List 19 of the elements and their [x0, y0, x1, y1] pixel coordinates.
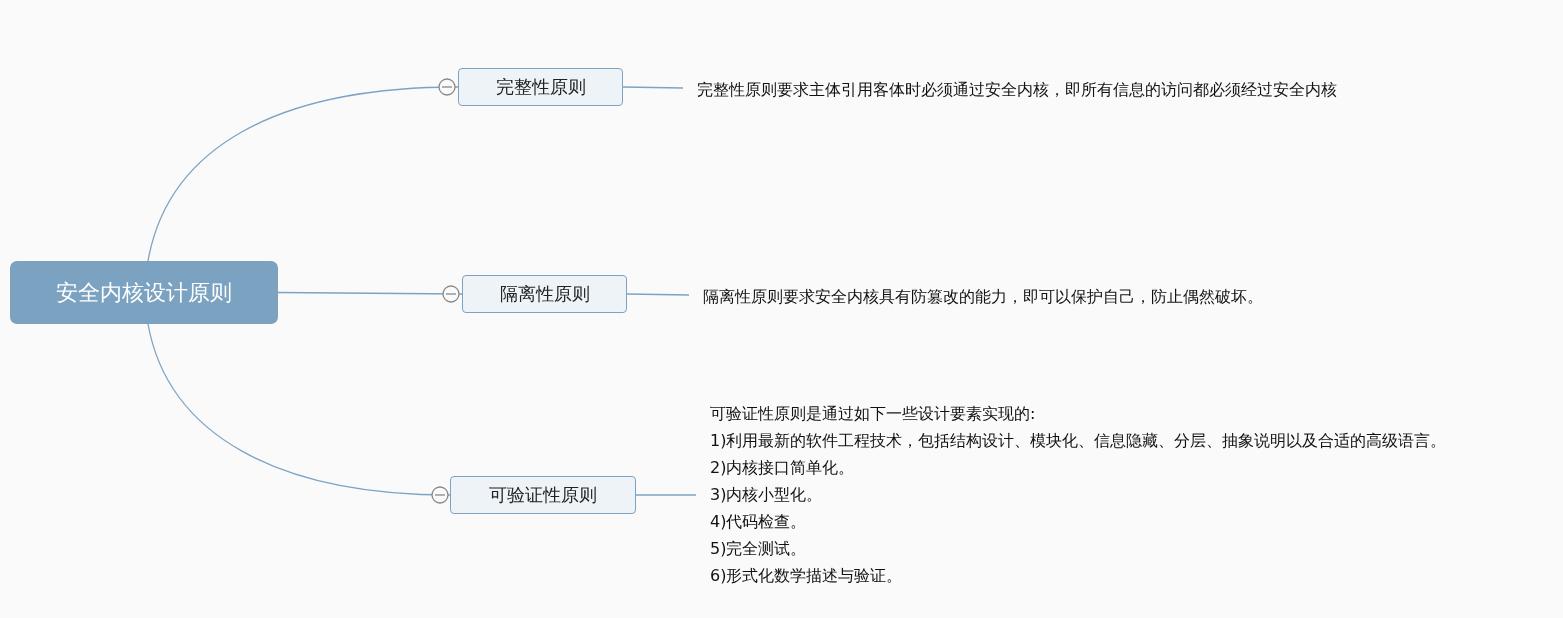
topic-box: 可验证性原则 — [450, 476, 636, 514]
connector-line — [635, 494, 697, 496]
topic-box: 完整性原则 — [458, 68, 623, 106]
connector-line — [147, 86, 459, 262]
connector-line — [147, 323, 451, 496]
note-text: 隔离性原则要求安全内核具有防篡改的能力，即可以保护自己，防止偶然破坏。 — [703, 286, 1264, 308]
note-text: 2)内核接口简单化。 — [710, 457, 856, 479]
note-text: 1)利用最新的软件工程技术，包括结构设计、模块化、信息隐藏、分层、抽象说明以及合适的高级语言。 — [710, 430, 1448, 452]
note-text: 5)完全测试。 — [710, 538, 808, 560]
note-text: 完整性原则要求主体引用客体时必须通过安全内核，即所有信息的访问都必须经过安全内核 — [697, 79, 1338, 101]
connector-line — [277, 291, 463, 295]
note-text: 3)内核小型化。 — [710, 484, 824, 506]
note-text: 4)代码检查。 — [710, 511, 808, 533]
note-text: 可验证性原则是通过如下一些设计要素实现的: — [710, 403, 1037, 425]
central-topic-box: 安全内核设计原则 — [10, 261, 278, 324]
topic-box: 隔离性原则 — [462, 275, 627, 313]
note-text: 6)形式化数学描述与验证。 — [710, 565, 904, 587]
connector-line — [622, 86, 684, 89]
connector-line — [626, 293, 690, 296]
